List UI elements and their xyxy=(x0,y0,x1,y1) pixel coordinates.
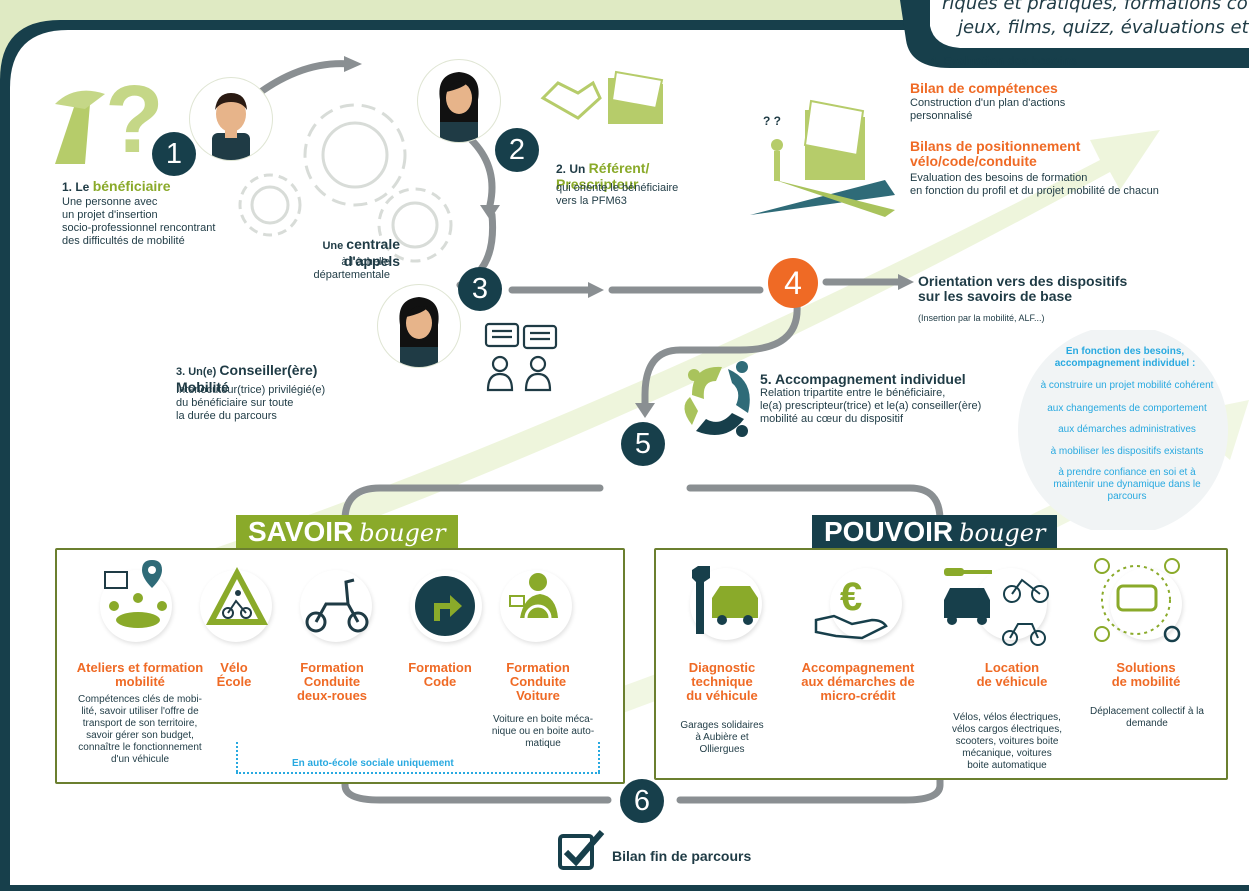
step-3-badge: 3 xyxy=(458,267,502,311)
step-2-prefix: 2. Un xyxy=(556,162,589,176)
orientation-text: (Insertion par la mobilité, ALF...) xyxy=(918,313,1045,323)
savoir-item-4-title: Formation Code xyxy=(408,660,472,689)
savoir-item-2-title: Vélo École xyxy=(216,660,252,689)
driver-icon xyxy=(509,573,558,632)
top-right-line-2: jeux, films, quizz, évaluations et b xyxy=(958,17,1249,38)
savoir-note: En auto-école sociale uniquement xyxy=(292,758,454,769)
savoir-item-1-title: Ateliers et formation mobilité xyxy=(76,660,204,689)
pouvoir-bold: POUVOIR xyxy=(824,516,954,547)
svg-text:? ?: ? ? xyxy=(763,114,781,128)
savoir-bold: SAVOIR xyxy=(248,516,354,547)
central-prefix: Une xyxy=(322,240,347,252)
step-2-heading: 2. Un Référent/ Prescripteur xyxy=(556,146,649,193)
pouvoir-item-3-text: Vélos, vélos électriques, vélos cargos é… xyxy=(951,712,1063,771)
step-6-title: Bilan fin de parcours xyxy=(612,848,752,864)
step-5-badge: 5 xyxy=(621,422,665,466)
pouvoir-item-4-text: Déplacement collectif à la demande xyxy=(1090,706,1204,729)
savoir-script: bouger xyxy=(359,519,446,547)
bilan-competences-title: Bilan de compétences xyxy=(910,80,1058,96)
direction-sign-icon xyxy=(415,576,475,636)
central-text: à l'échelle départementale xyxy=(313,256,390,281)
beneficiary-avatar xyxy=(190,78,272,160)
central-heading: Une centrale d'appels xyxy=(288,222,400,269)
pouvoir-item-3-title: Location de véhicule xyxy=(976,660,1048,689)
step-5-text: Relation tripartite entre le bénéficiair… xyxy=(760,387,982,425)
step-2-badge: 2 xyxy=(495,128,539,172)
scooter-icon xyxy=(305,578,369,633)
step-6-badge: 6 xyxy=(620,779,664,823)
step-1-title: bénéficiaire xyxy=(92,178,171,194)
wrench-car-icon xyxy=(692,566,758,634)
teamwork-icon xyxy=(684,361,750,437)
savoir-item-1-text: Compétences clés de mobi- lité, savoir u… xyxy=(78,694,202,765)
step-1-text: Une personne avec un projet d'insertion … xyxy=(62,196,216,247)
top-right-line-1: riques et pratiques, formations co xyxy=(942,0,1248,14)
step-3-text: Interlocuteur(trice) privilégié(e) du bé… xyxy=(176,384,326,422)
pouvoir-item-2-title: Accompagnement aux démarches de micro-cr… xyxy=(801,660,915,703)
step-2-text: qui oriente le bénéficiaire vers la PFM6… xyxy=(556,182,679,207)
need-item-1: à construire un projet mobilité cohérent xyxy=(1040,380,1214,391)
dotted-bracket-right xyxy=(598,742,600,772)
svg-text:€: € xyxy=(840,575,862,619)
bilan-competences-text: Construction d'un plan d'actions personn… xyxy=(910,97,1066,122)
dotted-bracket-left xyxy=(236,742,238,772)
step-1-prefix: 1. Le xyxy=(62,180,93,194)
step-3-heading: 3. Un(e) Conseiller(ère) Mobilité xyxy=(176,348,317,395)
needs-circle-bg xyxy=(1018,330,1228,530)
workshop-icon xyxy=(104,560,167,628)
need-item-4: à mobiliser les dispositifs existants xyxy=(1050,446,1204,457)
crossroads-folder-icon: ? ? xyxy=(750,99,895,217)
pouvoir-script: bouger xyxy=(959,519,1046,547)
central-title: centrale d'appels xyxy=(343,236,400,269)
savoir-item-3-title: Formation Conduite deux-roues xyxy=(296,660,368,703)
step-1-badge: 1 xyxy=(152,132,196,176)
advisor-avatar xyxy=(378,285,460,367)
bilan-positionnement-text: Evaluation des besoins de formation en f… xyxy=(910,172,1159,197)
step-1-heading: 1. Le bénéficiaire xyxy=(62,178,171,194)
referent-avatar xyxy=(418,60,500,142)
savoir-item-5-title: Formation Conduite Voiture xyxy=(506,660,570,703)
gears-icon xyxy=(238,103,453,263)
handshake-folder-icon xyxy=(540,70,664,124)
pouvoir-icon-circle-2 xyxy=(830,568,902,640)
road-question-icon: ? xyxy=(55,66,164,173)
step-3-prefix: 3. Un(e) xyxy=(176,366,220,378)
vehicle-rental-icon xyxy=(944,568,1049,646)
savoir-item-5-text: Voiture en boite méca- nique ou en boite… xyxy=(491,714,595,749)
need-item-5: à prendre confiance en soi et à mainteni… xyxy=(1053,467,1201,502)
euro-hand-icon: € xyxy=(814,575,888,640)
conversation-icon xyxy=(484,322,558,392)
need-item-2: aux changements de comportement xyxy=(1047,403,1207,414)
dotted-bracket-bottom xyxy=(236,772,600,774)
pouvoir-item-1-text: Garages solidaires à Aubière et Olliergu… xyxy=(680,720,764,755)
step-4-badge: 4 xyxy=(768,258,818,308)
bike-warning-icon xyxy=(206,567,268,625)
bilan-positionnement-title: Bilans de positionnement vélo/code/condu… xyxy=(910,138,1081,169)
evaluation-section-title: 4. Evaluation des besoins xyxy=(930,54,1077,68)
orientation-title: Orientation vers des dispositifs sur les… xyxy=(918,273,1128,304)
needs-title: En fonction des besoins, accompagnement … xyxy=(1054,346,1196,369)
mobility-solutions-icon xyxy=(1094,558,1181,643)
step-5-title: 5. Accompagnement individuel xyxy=(760,371,966,387)
pouvoir-item-1-title: Diagnostic technique du véhicule xyxy=(686,660,758,703)
step-2-title: Référent/ Prescripteur xyxy=(556,160,650,192)
need-item-3: aux démarches administratives xyxy=(1058,424,1196,435)
pouvoir-item-4-title: Solutions de mobilité xyxy=(1111,660,1181,689)
step-3-title: Conseiller(ère) Mobilité xyxy=(176,362,318,395)
checkbox-icon xyxy=(558,830,605,870)
